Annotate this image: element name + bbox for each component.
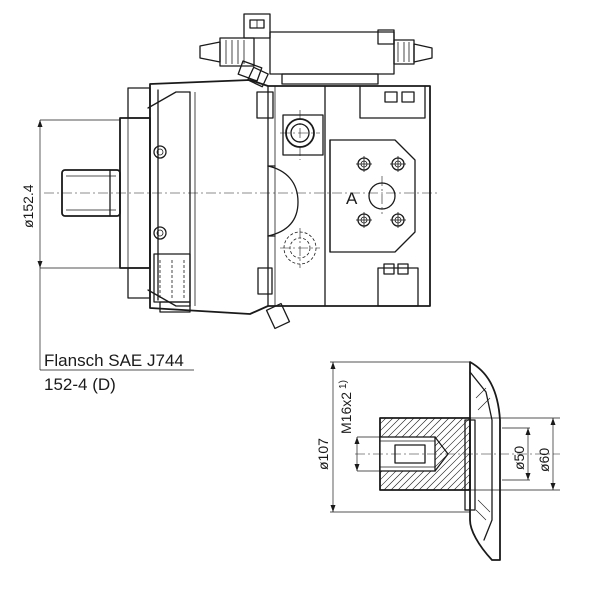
lower-hidden-bore — [257, 228, 320, 295]
section-hatch-line — [453, 473, 470, 490]
pilot-diameter-label: ø152.4 — [20, 184, 36, 228]
port-a-flange — [356, 156, 406, 228]
outer-diameter-dimension — [330, 361, 470, 513]
thread-size: M16x2 — [338, 392, 354, 434]
control-valve-block — [199, 13, 433, 85]
thread-label: M16x2 1) — [338, 380, 354, 434]
shaft-diameter-label-1: ø50 — [511, 446, 527, 470]
section-hatch-line — [380, 418, 394, 432]
section-hatch-line — [439, 459, 470, 490]
section-hatch-line — [380, 418, 401, 439]
pilot-diameter-dimension — [37, 119, 194, 371]
housing-bolts — [153, 66, 291, 330]
shaft-section-detail — [355, 361, 560, 561]
outer-diameter-label: ø107 — [315, 438, 331, 470]
section-hatch-line — [446, 466, 470, 490]
thread-dimension — [354, 436, 380, 472]
port-a-label: A — [346, 189, 358, 208]
section-hatch-line — [380, 418, 415, 453]
shaft-diameter-label-2: ø60 — [536, 448, 552, 472]
shaft-diameter-dimensions — [470, 417, 560, 491]
thread-footnote: 1) — [338, 380, 349, 389]
section-hatch-line — [425, 445, 470, 490]
section-hatch-line — [380, 418, 408, 446]
flange-note-line-2: 152-4 (D) — [44, 375, 116, 394]
upper-port-bore — [256, 91, 324, 156]
pump-side-view: A — [44, 13, 440, 330]
flange-note-line-1: Flansch SAE J744 — [44, 351, 184, 370]
